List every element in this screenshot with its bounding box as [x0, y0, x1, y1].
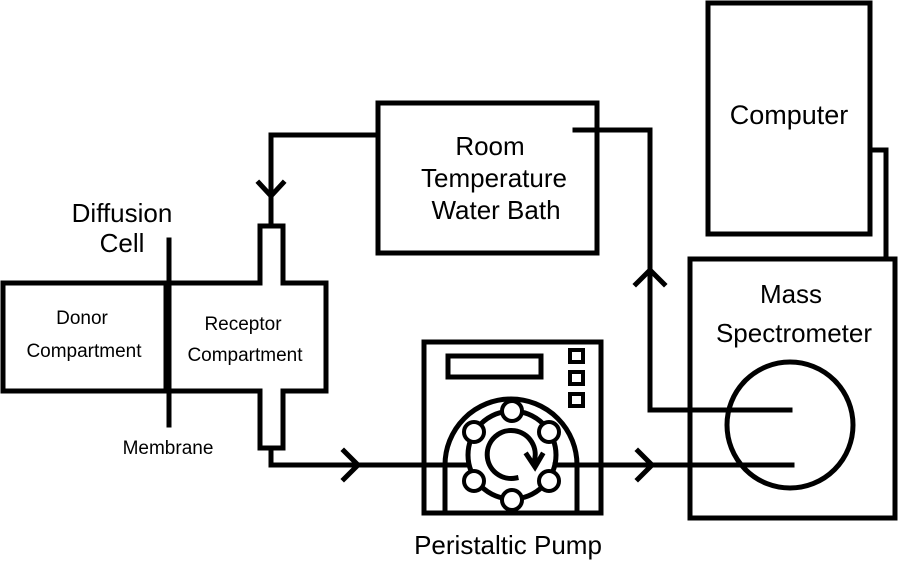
donor-compartment-label: Donor	[56, 308, 108, 329]
receptor-compartment-label: Receptor	[204, 314, 282, 335]
pump-roller	[462, 420, 486, 444]
donor-compartment-label: Compartment	[26, 341, 142, 362]
peristaltic-pump-label: Peristaltic Pump	[414, 530, 602, 560]
pump-roller	[537, 469, 561, 493]
rotation-arrow-arc	[484, 427, 538, 481]
tube-receptor-to-pump	[268, 445, 468, 468]
pump-housing	[421, 339, 604, 516]
pump-roller	[537, 420, 561, 444]
membrane-label: Membrane	[123, 438, 214, 459]
donor-compartment-box	[0, 280, 169, 394]
pump-button-1	[568, 348, 585, 364]
peristaltic-pump	[421, 339, 604, 516]
pump-roller	[500, 488, 524, 512]
arrow-right-to-pump	[340, 447, 362, 483]
mass-spectrometer-label: Spectrometer	[716, 318, 872, 348]
computer-label: Computer	[730, 100, 849, 130]
mass-spectrometer-label: Mass	[760, 279, 822, 309]
water-bath-label: Room	[455, 131, 524, 161]
receptor-compartment-box	[169, 223, 329, 451]
water-bath-box	[375, 100, 600, 256]
diffusion-cell	[0, 223, 329, 451]
pump-display	[445, 353, 544, 380]
mass-spectrometer-inlet-circle	[724, 359, 856, 491]
tube-bath-to-receptor	[268, 132, 381, 229]
receptor-compartment-label: Compartment	[187, 345, 303, 366]
pump-rollers	[462, 399, 561, 512]
computer-ms-cable	[867, 147, 889, 262]
pump-roller	[462, 469, 486, 493]
arrow-up-to-bath	[632, 266, 668, 288]
diffusion-cell-label: Diffusion	[72, 198, 173, 228]
water-bath-label: Water Bath	[431, 195, 560, 225]
computer-box	[705, 0, 873, 237]
pump-button-3	[568, 392, 585, 408]
arrow-right-to-ms	[634, 447, 656, 483]
pump-roller	[500, 399, 524, 423]
pump-button-2	[568, 370, 585, 386]
rotation-arrow-head	[523, 451, 546, 472]
mass-spectrometer-box	[687, 256, 898, 521]
diffusion-cell-label: Cell	[100, 228, 145, 258]
water-bath-label: Temperature	[421, 163, 567, 193]
arrow-down-to-receptor	[255, 179, 287, 200]
